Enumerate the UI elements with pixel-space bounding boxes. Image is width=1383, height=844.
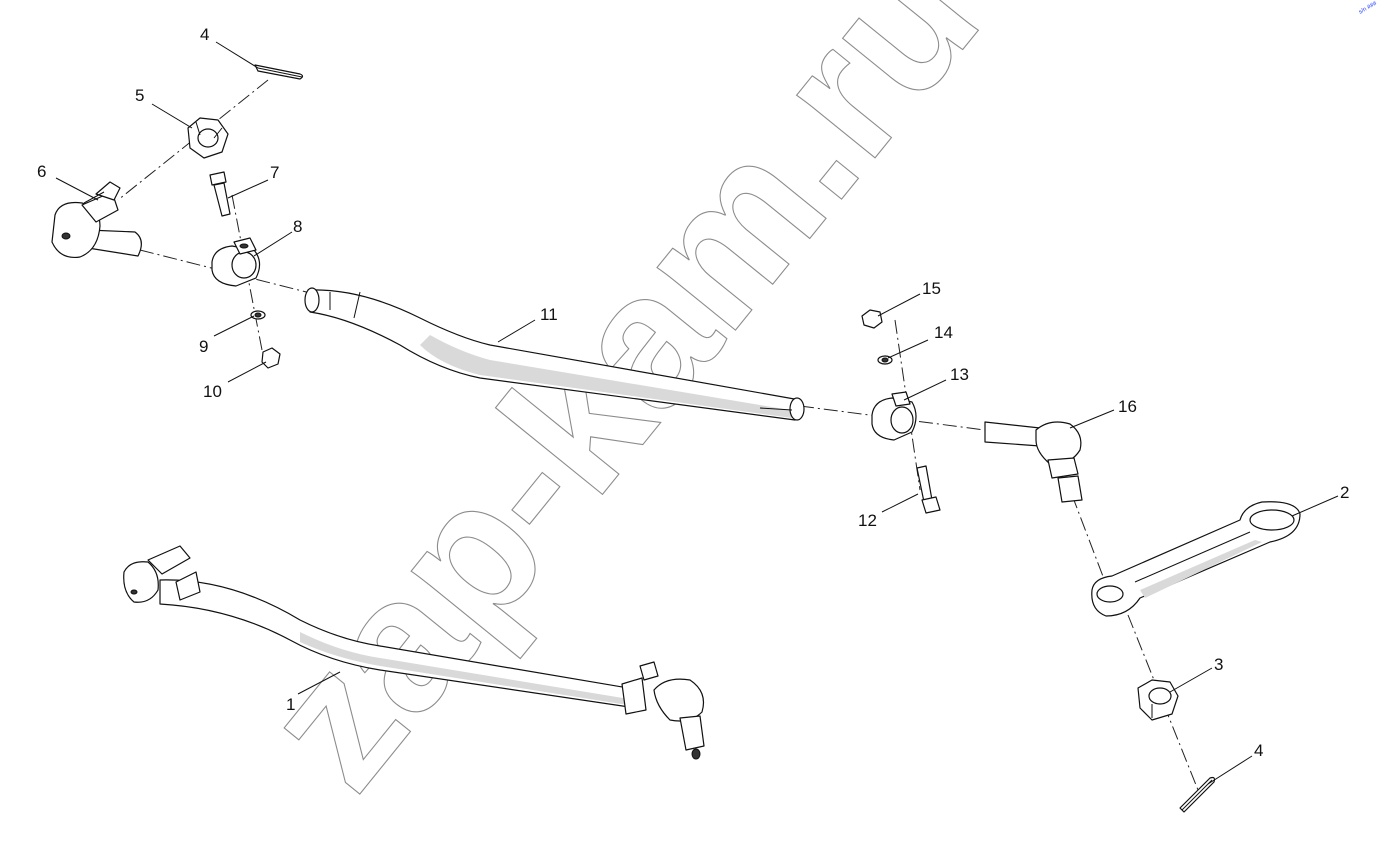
- callout-1: 1: [286, 695, 295, 714]
- bolt-bottom: [916, 465, 941, 514]
- callout-4-bottom: 4: [1254, 741, 1263, 760]
- callout-14: 14: [934, 323, 953, 342]
- washer-left: [250, 310, 266, 320]
- tie-rod-tube: [304, 287, 805, 421]
- callout-8: 8: [293, 217, 302, 236]
- callout-7: 7: [270, 163, 279, 182]
- callout-16: 16: [1118, 397, 1137, 416]
- leader-lines: [55, 41, 1339, 785]
- callout-15: 15: [922, 279, 941, 298]
- pitman-arm: [1091, 501, 1301, 617]
- cotter-pin-bottom: [1179, 776, 1216, 813]
- nut-right: [861, 309, 883, 329]
- castle-nut-bottom: [1137, 679, 1179, 721]
- clamp-right: [871, 391, 917, 441]
- tie-rod-end-left: [51, 181, 142, 259]
- callout-13: 13: [950, 365, 969, 384]
- nut-left: [261, 347, 281, 369]
- corner-mark: s/n ###: [1358, 0, 1379, 15]
- callout-5: 5: [135, 86, 144, 105]
- callout-3: 3: [1214, 655, 1223, 674]
- bolt-top: [209, 171, 231, 217]
- callout-2: 2: [1340, 483, 1349, 502]
- clamp-left: [211, 237, 261, 287]
- callout-12: 12: [858, 511, 877, 530]
- callout-10: 10: [203, 382, 222, 401]
- castle-nut-top: [187, 117, 229, 159]
- callout-4-top: 4: [200, 25, 209, 44]
- cotter-pin-top: [254, 64, 304, 80]
- callout-6: 6: [37, 162, 46, 181]
- tie-rod-end-right: [984, 421, 1083, 503]
- callout-9: 9: [199, 337, 208, 356]
- callout-11: 11: [540, 305, 558, 324]
- callouts: 4 5 6 7 8 9 10 11 15 14 13 16 12 2 1 3 4: [37, 25, 1349, 760]
- tie-rod-assembly: [123, 545, 705, 760]
